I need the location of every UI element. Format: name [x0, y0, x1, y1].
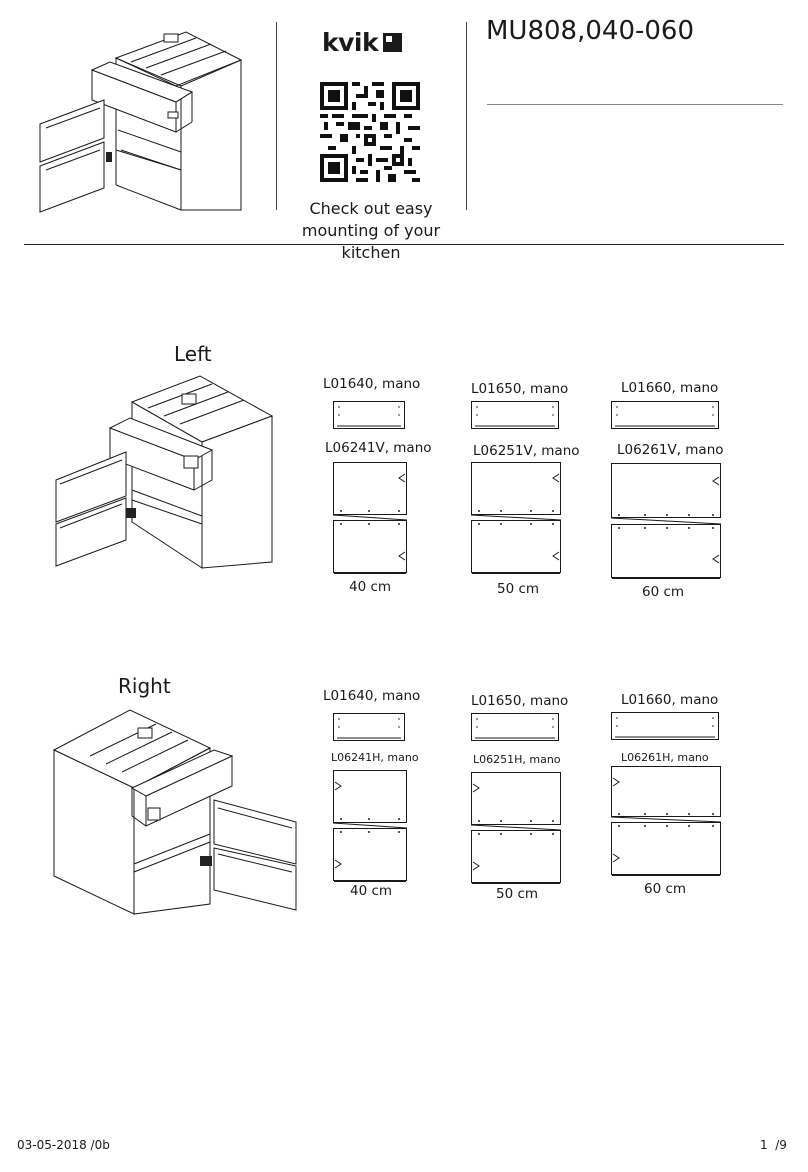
footer-page-number: 1 /9 [760, 1138, 787, 1152]
width-label: 60 cm [644, 881, 687, 897]
width-label: 50 cm [496, 886, 539, 902]
hinge-arrow-icon [612, 777, 620, 787]
drawer-front-label: L01660, mano [621, 380, 719, 396]
hinge-arrow-icon [334, 781, 342, 791]
brand-logo: kvik [322, 28, 403, 57]
hinge-arrow-icon [712, 554, 720, 564]
door-label: L06241H, mano [331, 751, 419, 764]
header-divider [24, 244, 784, 245]
door-pair-icon [470, 772, 562, 884]
door-label: L06261V, mano [617, 442, 724, 458]
door-pair-icon [470, 462, 562, 574]
drawer-front-icon [611, 401, 719, 429]
kvik-logo-square-icon [383, 33, 403, 52]
door-label: L06261H, mano [621, 751, 709, 764]
cabinet-illustration-icon [39, 31, 243, 213]
width-label: 40 cm [349, 579, 392, 595]
door-label: L06251H, mano [473, 753, 561, 766]
hinge-arrow-icon [472, 861, 480, 871]
brand-name: kvik [322, 28, 379, 57]
drawer-front-label: L01650, mano [471, 693, 569, 709]
hinge-arrow-icon [552, 473, 560, 483]
door-pair-icon [332, 770, 408, 882]
qr-caption-line1: Check out easy [309, 199, 433, 218]
cabinet-left-illustration-icon [55, 375, 274, 569]
qr-caption-line2: mounting of your kitchen [301, 221, 441, 262]
section-title-right: Right [118, 674, 171, 698]
footer-date-revision: 03-05-2018 /0b [17, 1138, 110, 1152]
drawer-front-icon [471, 401, 559, 429]
hinge-arrow-icon [712, 476, 720, 486]
section-title-left: Left [174, 342, 212, 366]
door-pair-icon [610, 766, 722, 876]
door-label: L06251V, mano [473, 443, 580, 459]
door-pair-icon [610, 463, 722, 579]
model-number: MU808,040-060 [486, 16, 694, 46]
width-label: 60 cm [642, 584, 685, 600]
qr-caption: Check out easy mounting of your kitchen [276, 198, 466, 264]
drawer-front-label: L01640, mano [323, 376, 421, 392]
hinge-arrow-icon [398, 473, 406, 483]
door-label: L06241V, mano [325, 440, 432, 456]
qr-code-icon [320, 82, 420, 182]
hinge-arrow-icon [334, 859, 342, 869]
drawer-front-label: L01640, mano [323, 688, 421, 704]
drawer-front-icon [611, 712, 719, 740]
width-label: 50 cm [497, 581, 540, 597]
hinge-arrow-icon [552, 551, 560, 561]
drawer-front-icon [471, 713, 559, 741]
hinge-arrow-icon [398, 551, 406, 561]
door-pair-icon [332, 462, 408, 574]
drawer-front-label: L01660, mano [621, 692, 719, 708]
width-label: 40 cm [350, 883, 393, 899]
hinge-arrow-icon [472, 783, 480, 793]
drawer-front-icon [333, 713, 405, 741]
hinge-arrow-icon [612, 853, 620, 863]
drawer-front-icon [333, 401, 405, 429]
drawer-front-label: L01650, mano [471, 381, 569, 397]
cabinet-right-illustration-icon [52, 709, 297, 915]
